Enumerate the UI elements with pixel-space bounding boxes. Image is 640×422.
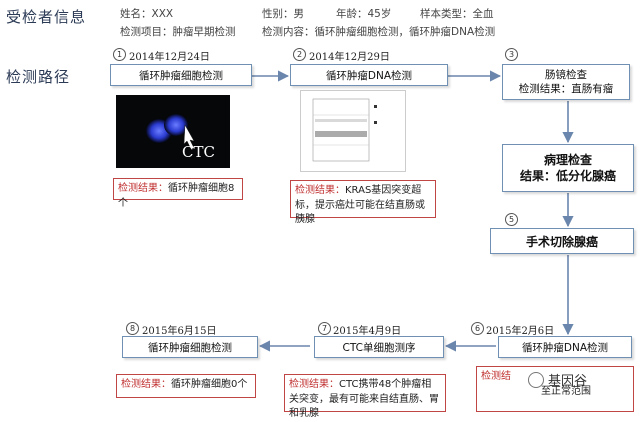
result-text: 循环肿瘤细胞8个 [118,183,235,209]
step-2-title: 循环肿瘤DNA检测 [325,69,413,82]
result-text: CTC携带48个肿瘤相关突变，最有可能来自结直肠、胃和乳腺 [289,379,439,419]
patient-name: 姓名：XXX [120,8,174,20]
step-3-detail: 检测结果：直肠有瘤 [518,83,614,95]
patient-info-title: 受检者信息 [6,8,87,26]
patient-gender: 性别：男 [262,8,304,20]
step-6-box: 循环肿瘤DNA检测 [498,336,632,358]
step-4-title: 病理检查 [543,152,592,167]
step-8-date: 2015年6月15日 [142,326,217,337]
result-label: 检测结果： [289,379,339,390]
step-3-number: 3 [505,48,518,61]
step-3-title: 肠镜检查 [545,68,587,81]
step-5-number: 5 [505,213,518,226]
sample-type: 样本类型：全血 [420,8,494,20]
step-8-result: 检测结果：循环肿瘤细胞0个 [116,374,256,398]
step-5-box: 手术切除腺癌 [490,228,634,254]
step-1-number: 1 [113,48,126,61]
step-7-result: 检测结果：CTC携带48个肿瘤相关突变，最有可能来自结直肠、胃和乳腺 [284,374,446,419]
step-8-number: 8 [126,322,139,335]
pointer-icon [183,124,195,150]
patient-age: 年龄：45岁 [336,8,392,20]
watermark-logo-icon [528,371,544,388]
test-path-title: 检测路径 [6,68,71,86]
result-label: 检测结果： [118,183,168,194]
result-label: 检测结果： [295,185,345,196]
result-label: 检测结 [481,371,511,382]
step-7-title: CTC单细胞测序 [342,341,416,354]
step-1-box: 循环肿瘤细胞检测 [110,64,252,86]
step-7-number: 7 [318,322,331,335]
test-content: 检测内容：循环肿瘤细胞检测，循环肿瘤DNA检测 [262,26,496,38]
result-text: KRAS基因突变超标，提示癌灶可能在结直肠或胰腺 [295,185,425,225]
step-2-number: 2 [293,48,306,61]
step-6-title: 循环肿瘤DNA检测 [521,341,609,354]
ctc-cell-image: CTC [116,95,230,168]
step-4-box: 病理检查 结果：低分化腺癌 [502,144,634,192]
result-text: 循环肿瘤细胞0个 [171,379,248,390]
step-1-date: 2014年12月24日 [129,52,210,63]
step-2-result: 检测结果：KRAS基因突变超标，提示癌灶可能在结直肠或胰腺 [290,180,436,225]
step-1-result: 检测结果：循环肿瘤细胞8个 [113,178,243,209]
step-2-date: 2014年12月29日 [309,52,390,63]
result-text: 至正常范围 [541,385,591,397]
watermark-text: 基因谷 [548,374,588,389]
step-6-number: 6 [471,322,484,335]
step-4-detail: 结果：低分化腺癌 [519,169,616,183]
step-3-box: 肠镜检查 检测结果：直肠有瘤 [502,64,630,100]
step-2-box: 循环肿瘤DNA检测 [290,64,448,86]
step-5-title: 手术切除腺癌 [525,234,598,249]
step-7-box: CTC单细胞测序 [314,336,444,358]
step-6-result: 检测结 至正常范围 [476,366,634,412]
step-8-title: 循环肿瘤细胞检测 [148,341,232,354]
step-7-date: 2015年4月9日 [333,326,402,337]
kras-chart-thumbnail [300,90,406,172]
ctc-label: CTC [182,143,215,161]
watermark: 基因谷 [528,370,587,389]
step-1-title: 循环肿瘤细胞检测 [139,69,223,82]
result-label: 检测结果： [121,379,171,390]
step-6-date: 2015年2月6日 [486,326,555,337]
test-project: 检测项目：肿瘤早期检测 [120,26,236,38]
step-8-box: 循环肿瘤细胞检测 [122,336,258,358]
